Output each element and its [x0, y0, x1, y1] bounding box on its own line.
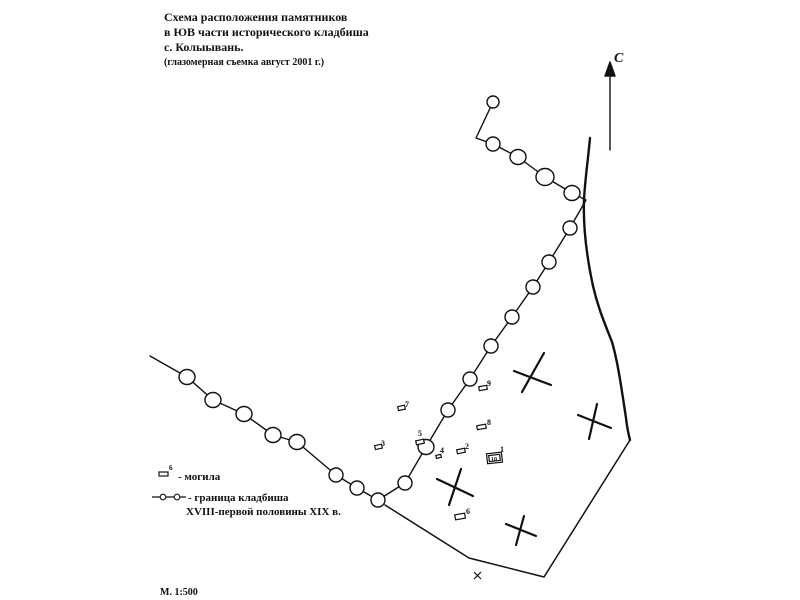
- title-line-3: с. Колыывань.: [164, 40, 244, 54]
- legend-grave: 6 - могила: [158, 464, 221, 483]
- legend-grave-label: - могила: [178, 471, 221, 483]
- legend-boundary: - граница кладбиша XVIII-первой половины…: [152, 492, 341, 518]
- legend-boundary-label-2: XVIII-первой половины XIX в.: [186, 506, 341, 518]
- border-post-19: [264, 426, 282, 444]
- border-post-18: [288, 433, 306, 451]
- grave-2: 2: [455, 442, 469, 455]
- grave-number: 4: [440, 446, 444, 455]
- cross-marker-2: [576, 402, 613, 441]
- border-post-1: [486, 95, 500, 109]
- cross-marker-3: [435, 467, 475, 507]
- grave-5: 5: [414, 429, 426, 446]
- grave-number: 6: [466, 507, 470, 516]
- border-post-6: [562, 220, 578, 236]
- title-block: Схема расположения памятников в ЮВ части…: [164, 10, 369, 70]
- cross-marker-4: [504, 514, 538, 547]
- border-post-21: [204, 391, 222, 409]
- legend-grave-number: 6: [169, 464, 173, 472]
- border-post-22: [178, 368, 196, 386]
- north-label: С: [614, 51, 624, 66]
- grave-9: 9: [478, 379, 491, 392]
- border-post-20: [235, 405, 253, 423]
- east-boundary-line: [582, 136, 632, 442]
- grave-number: 8: [487, 418, 491, 427]
- border-post-10: [483, 338, 499, 354]
- border-post-5: [563, 184, 581, 202]
- survey-point-icon: [473, 571, 482, 580]
- grave-number: 3: [381, 439, 385, 448]
- grave-3: 3: [373, 439, 385, 451]
- border-post-17: [328, 467, 344, 483]
- border-post-11: [462, 371, 478, 387]
- grave-inner-mark: 10: [491, 457, 497, 463]
- scale-label: М. 1:500: [160, 587, 198, 598]
- grave-number: 9: [487, 379, 491, 388]
- grave-number: 5: [418, 429, 422, 438]
- grave-number: 7: [405, 400, 409, 409]
- legend-post-icon: [173, 493, 181, 501]
- legend: 6 - могила - граница кладбиша XVIII-перв…: [152, 464, 341, 518]
- south-boundary-line: [384, 439, 631, 578]
- border-post-7: [541, 254, 557, 270]
- border-post-3: [509, 148, 527, 166]
- border-post-2: [485, 136, 501, 152]
- border-post-15: [370, 492, 386, 508]
- border-post-16: [349, 480, 365, 496]
- cross-marker-1: [512, 351, 553, 394]
- title-subtitle: (глазомерная съемка август 2001 г.): [164, 57, 325, 68]
- border-post-4: [535, 167, 555, 187]
- grave-8: 8: [476, 418, 491, 431]
- grave-7: 7: [396, 400, 409, 412]
- grave-number: 2: [465, 442, 469, 451]
- border-post-14: [397, 475, 413, 491]
- border-post-8: [525, 279, 541, 295]
- border-post-12: [440, 402, 456, 418]
- legend-boundary-label: - граница кладбиша: [188, 492, 289, 504]
- grave-4: 4: [435, 446, 444, 460]
- title-line-2: в ЮВ части исторического кладбиша: [164, 25, 369, 39]
- cross-markers: [435, 351, 613, 547]
- north-arrow: [604, 61, 616, 151]
- north-arrow-head: [604, 61, 616, 77]
- legend-post-icon: [159, 493, 167, 501]
- grave-1: 1 10: [485, 445, 504, 465]
- title-line-1: Схема расположения памятников: [164, 10, 348, 24]
- border-post-9: [504, 309, 520, 325]
- graves: 1 10 2 3 4 5 6: [373, 379, 504, 521]
- grave-number: 1: [500, 445, 504, 454]
- grave-6: 6: [454, 507, 470, 521]
- legend-grave-icon: [158, 471, 169, 477]
- border-posts: [178, 95, 581, 508]
